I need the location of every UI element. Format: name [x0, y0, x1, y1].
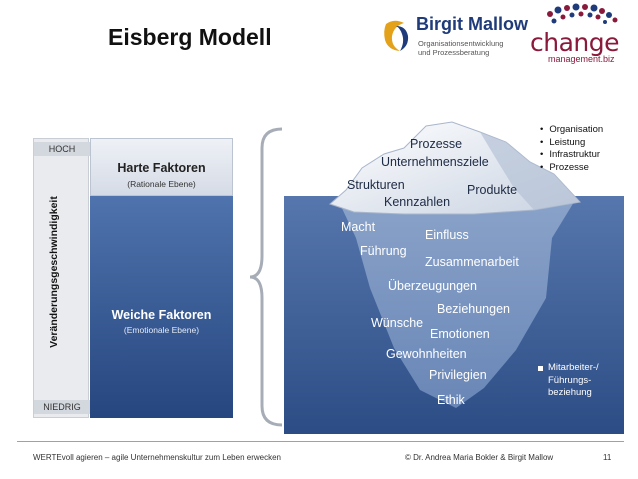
- word-kennzahlen: Kennzahlen: [384, 195, 451, 209]
- word-emotionen: Emotionen: [430, 327, 490, 341]
- bullet-item: Prozesse: [540, 162, 603, 175]
- word-privilegien: Privilegien: [429, 368, 487, 382]
- footer-tagline: WERTEvoll agieren – agile Unternehmensku…: [33, 453, 281, 462]
- bullet-line: Führungs-: [548, 374, 592, 386]
- birgit-mallow-logo-sub1: Organisationsentwicklung: [418, 39, 504, 48]
- word-ueberzeugungen: Überzeugungen: [388, 279, 477, 293]
- footer-divider: [17, 441, 624, 442]
- change-logo-sub: management.biz: [548, 54, 615, 64]
- page-number: 11: [603, 453, 612, 462]
- hard-factors-subtitle: (Rationale Ebene): [127, 179, 196, 189]
- iceberg-tip-shading: [480, 132, 580, 210]
- change-management-logo: change management.biz: [528, 2, 633, 72]
- iceberg-illustration: [284, 121, 624, 434]
- word-wuensche: Wünsche: [371, 316, 424, 330]
- bullet-item: Infrastruktur: [540, 149, 603, 162]
- curly-brace-icon: [249, 127, 283, 427]
- word-zusammenarbeit: Zusammenarbeit: [425, 255, 519, 269]
- hard-factors-title: Harte Faktoren: [117, 161, 206, 175]
- word-einfluss: Einfluss: [425, 228, 469, 242]
- change-logo-dots-icon: [547, 3, 618, 24]
- soft-factors-subtitle: (Emotionale Ebene): [123, 325, 200, 335]
- birgit-mallow-logo-sub2: und Prozessberatung: [418, 48, 490, 57]
- word-prozesse: Prozesse: [410, 137, 463, 151]
- hard-factors-box: Harte Faktoren (Rationale Ebene): [90, 138, 233, 196]
- soft-factors-bullet: Mitarbeiter-/ Führungs- beziehung: [538, 362, 608, 400]
- soft-factors-title: Weiche Faktoren: [111, 308, 212, 322]
- soft-factors-box: Weiche Faktoren (Emotionale Ebene): [90, 196, 233, 418]
- slide-title: Eisberg Modell: [108, 24, 272, 50]
- word-macht: Macht: [341, 220, 376, 234]
- bullet-item: Leistung: [540, 137, 603, 150]
- birgit-mallow-logo: Birgit Mallow Organisationsentwicklung u…: [382, 12, 528, 62]
- birgit-mallow-logo-name: Birgit Mallow: [416, 14, 528, 34]
- word-produkte: Produkte: [467, 183, 518, 197]
- birgit-mallow-logo-mark-icon: [384, 20, 409, 51]
- scale-low-label: NIEDRIG: [34, 400, 90, 414]
- word-strukturen: Strukturen: [347, 178, 405, 192]
- word-unternehmensziele: Unternehmensziele: [381, 155, 489, 169]
- hard-factors-bullet-list: Organisation Leistung Infrastruktur Proz…: [540, 124, 603, 174]
- word-beziehungen: Beziehungen: [437, 302, 510, 316]
- bullet-item: Organisation: [540, 124, 603, 137]
- word-ethik: Ethik: [437, 393, 465, 407]
- footer-copyright: © Dr. Andrea Maria Bokler & Birgit Mallo…: [405, 453, 554, 462]
- iceberg-underwater: [339, 202, 574, 408]
- word-gewohnheiten: Gewohnheiten: [386, 347, 467, 361]
- square-bullet-icon: [538, 366, 543, 371]
- word-fuehrung: Führung: [360, 244, 407, 258]
- change-logo-word: change: [530, 28, 620, 57]
- scale-axis-label: Veränderungsgeschwindigkeit: [48, 196, 60, 348]
- scale-high-label: HOCH: [34, 142, 90, 156]
- bullet-line: Mitarbeiter-/: [548, 362, 599, 373]
- change-speed-scale: HOCH NIEDRIG: [33, 138, 90, 418]
- bullet-line: beziehung: [548, 387, 592, 398]
